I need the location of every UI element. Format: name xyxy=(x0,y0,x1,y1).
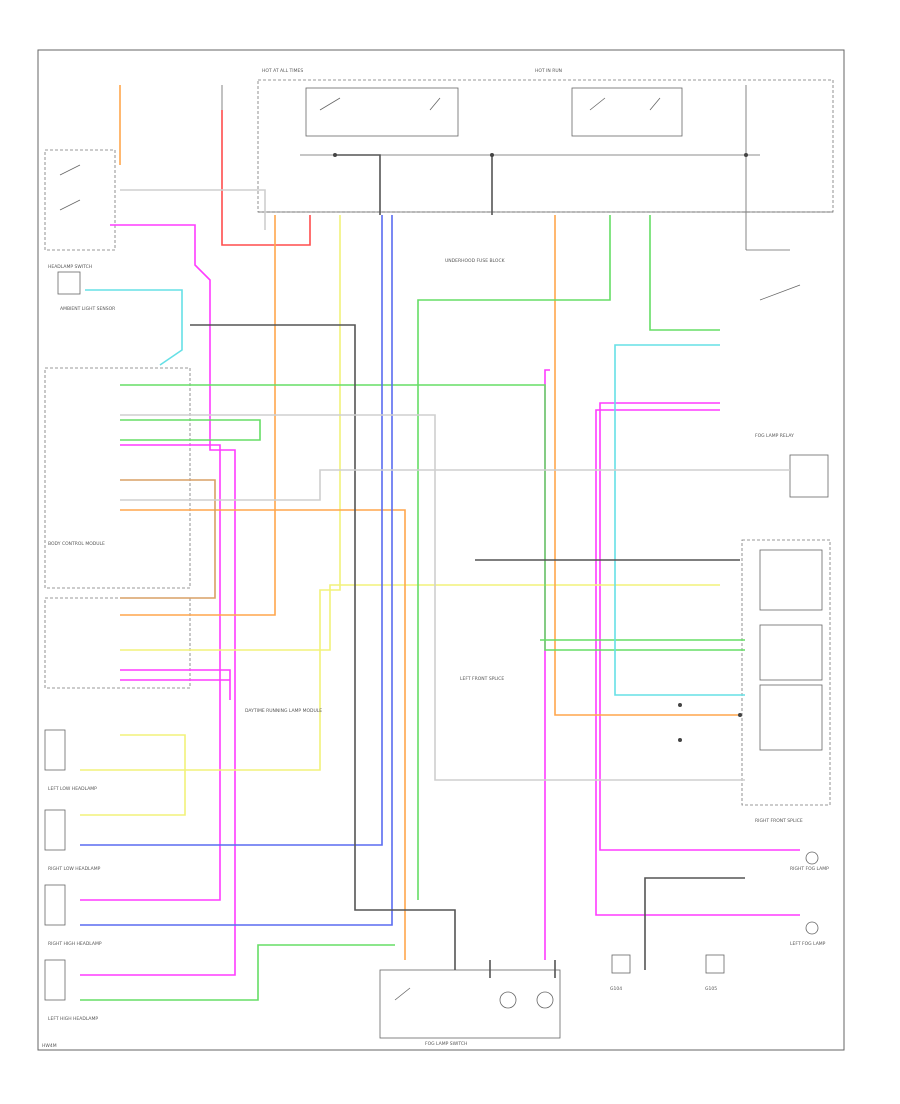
wire-pink-5 xyxy=(595,409,800,916)
label-ground-left: G104 xyxy=(610,986,622,992)
wire-tan xyxy=(120,479,216,599)
wire-yellow-3 xyxy=(120,584,720,651)
headlamp-switch-box xyxy=(44,149,116,251)
wire-light-blue-1 xyxy=(85,289,183,366)
label-underhood-fuse-block: UNDERHOOD FUSE BLOCK xyxy=(445,258,506,264)
dimmer-switch xyxy=(759,284,801,301)
label-left-high-headlamp: LEFT HIGH HEADLAMP xyxy=(48,1016,98,1022)
footer-code: HW4M xyxy=(42,1043,57,1049)
node-4 xyxy=(738,713,742,717)
fog-illumination-lamp xyxy=(536,991,554,1009)
wire-yellow-1 xyxy=(80,215,341,771)
wire-yellow-2 xyxy=(80,734,186,816)
wire-orange-1 xyxy=(120,215,276,616)
body-control-module-box xyxy=(44,367,191,589)
underhood-fuse-block xyxy=(257,79,834,213)
wire-pink-2 xyxy=(80,444,221,901)
right-fog-lamp-bulb xyxy=(805,851,819,865)
node-2 xyxy=(490,153,494,157)
label-hot-in-run: HOT IN RUN xyxy=(535,68,562,74)
wire-green-5 xyxy=(80,944,395,1001)
label-left-fog-lamp: LEFT FOG LAMP xyxy=(790,941,826,947)
label-body-control-module: BODY CONTROL MODULE xyxy=(48,541,105,547)
node-3 xyxy=(333,153,337,157)
label-headlamp-switch: HEADLAMP SWITCH xyxy=(48,264,92,270)
label-fog-lamp-relay: FOG LAMP RELAY xyxy=(755,433,794,439)
node-6 xyxy=(678,703,682,707)
fog-lamp-switch xyxy=(379,969,561,1039)
wire-orange-3 xyxy=(554,215,740,716)
fog-relay-1 xyxy=(759,549,823,611)
drl-module-box xyxy=(44,597,191,689)
wire-pink-4 xyxy=(599,402,800,851)
headlamp-switch-contacts xyxy=(59,164,81,211)
wire-green-3 xyxy=(649,215,720,331)
wire-red xyxy=(221,110,311,246)
label-right-low-headlamp: RIGHT LOW HEADLAMP xyxy=(48,866,101,872)
wire-gray-1 xyxy=(120,414,745,781)
wire-blue-2 xyxy=(80,215,393,926)
label-left-front-splice: LEFT FRONT SPLICE xyxy=(460,676,504,682)
wire-black-1 xyxy=(190,324,456,970)
wire-pink-1 xyxy=(80,224,236,976)
fog-relay-2 xyxy=(759,624,823,681)
fog-lamp-indicator xyxy=(789,454,829,498)
fog-switch-contact xyxy=(394,987,411,1001)
diagram-border xyxy=(37,49,845,1051)
label-left-low-headlamp: LEFT LOW HEADLAMP xyxy=(48,786,97,792)
node-5 xyxy=(678,738,682,742)
right-low-headlamp-bulb xyxy=(44,809,66,851)
wire-black-2 xyxy=(335,154,381,215)
wire-gray-2 xyxy=(120,469,790,501)
fog-relay-box xyxy=(741,539,831,806)
wire-green-6 xyxy=(120,419,261,441)
label-right-high-headlamp: RIGHT HIGH HEADLAMP xyxy=(48,941,102,947)
ground-left-symbol xyxy=(611,954,631,974)
right-high-headlamp-bulb xyxy=(44,884,66,926)
fog-relay-3 xyxy=(759,684,823,751)
node-1 xyxy=(744,153,748,157)
label-ground-right: G105 xyxy=(705,986,717,992)
relay-1 xyxy=(305,87,459,137)
wire-blue-1 xyxy=(80,215,383,846)
wire-pink-3 xyxy=(120,669,231,700)
label-right-fog-lamp: RIGHT FOG LAMP xyxy=(790,866,829,872)
relay-contacts xyxy=(319,97,661,111)
label-drl-module: DAYTIME RUNNING LAMP MODULE xyxy=(245,708,322,714)
left-fog-lamp-bulb xyxy=(805,921,819,935)
ground-right-symbol xyxy=(705,954,725,974)
left-low-headlamp-bulb xyxy=(44,729,66,771)
wire-pink-6 xyxy=(544,369,550,960)
wire-gray-3 xyxy=(120,189,266,230)
relay-2 xyxy=(571,87,683,137)
label-fog-lamp-switch: FOG LAMP SWITCH xyxy=(425,1041,467,1047)
wire-black-6 xyxy=(489,960,556,978)
wire-light-blue-2 xyxy=(614,344,745,696)
label-hot-at-all-times: HOT AT ALL TIMES xyxy=(262,68,303,74)
light-sensor xyxy=(57,271,81,295)
label-right-front-splice: RIGHT FRONT SPLICE xyxy=(755,818,803,824)
label-light-sensor: AMBIENT LIGHT SENSOR xyxy=(60,306,115,312)
wire-green-1 xyxy=(120,384,745,651)
wire-black-5 xyxy=(644,877,745,970)
left-high-headlamp-bulb xyxy=(44,959,66,1001)
wire-green-2 xyxy=(417,215,611,900)
fog-indicator-lamp xyxy=(499,991,517,1009)
